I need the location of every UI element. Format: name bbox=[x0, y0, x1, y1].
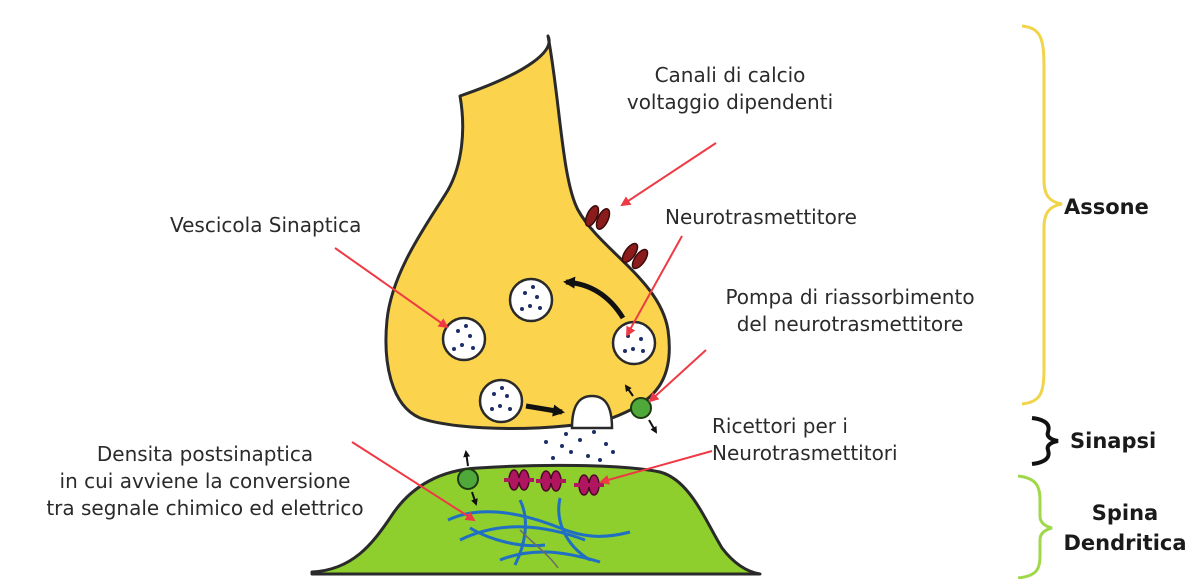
axon-brace bbox=[1022, 26, 1062, 404]
calcium-channels-line2: voltaggio dipendenti bbox=[605, 89, 855, 116]
postsynaptic-line1: Densita postsinaptica bbox=[10, 441, 400, 468]
synapse-region-label: Sinapsi bbox=[1070, 426, 1156, 456]
exocytosis-opening bbox=[572, 396, 612, 428]
spine-line1: Spina bbox=[1060, 498, 1190, 528]
receptors-line2: Neurotrasmettitori bbox=[712, 440, 898, 467]
reuptake-pump-label: Pompa di riassorbimento del neurotrasmet… bbox=[690, 284, 1010, 338]
postsynaptic-line3: tra segnale chimico ed elettrico bbox=[10, 495, 400, 522]
spine-line2: Dendritica bbox=[1060, 528, 1190, 558]
synaptic-vesicle-label: Vescicola Sinaptica bbox=[170, 212, 361, 239]
calcium-channels-line1: Canali di calcio bbox=[605, 62, 855, 89]
receptors-label: Ricettori per i Neurotrasmettitori bbox=[712, 413, 898, 467]
spine-brace bbox=[1018, 476, 1052, 578]
neurotransmitter-label: Neurotrasmettitore bbox=[665, 204, 857, 231]
calcium-channels-label: Canali di calcio voltaggio dipendenti bbox=[605, 62, 855, 116]
synapse-brace bbox=[1032, 418, 1058, 464]
vesicle-icon bbox=[613, 322, 655, 364]
vesicle-icon bbox=[480, 380, 522, 422]
receptors-line1: Ricettori per i bbox=[712, 413, 898, 440]
spine-region-label: Spina Dendritica bbox=[1060, 498, 1190, 558]
released-neurotransmitter bbox=[544, 430, 615, 462]
reuptake-pump-line2: del neurotrasmettitore bbox=[690, 311, 1010, 338]
reuptake-pump-line1: Pompa di riassorbimento bbox=[690, 284, 1010, 311]
postsynaptic-line2: in cui avviene la conversione bbox=[10, 468, 400, 495]
postsynaptic-density-label: Densita postsinaptica in cui avviene la … bbox=[10, 441, 400, 522]
axon-region-label: Assone bbox=[1064, 192, 1149, 222]
vesicle-icon bbox=[510, 279, 552, 321]
vesicle-icon bbox=[443, 318, 485, 360]
